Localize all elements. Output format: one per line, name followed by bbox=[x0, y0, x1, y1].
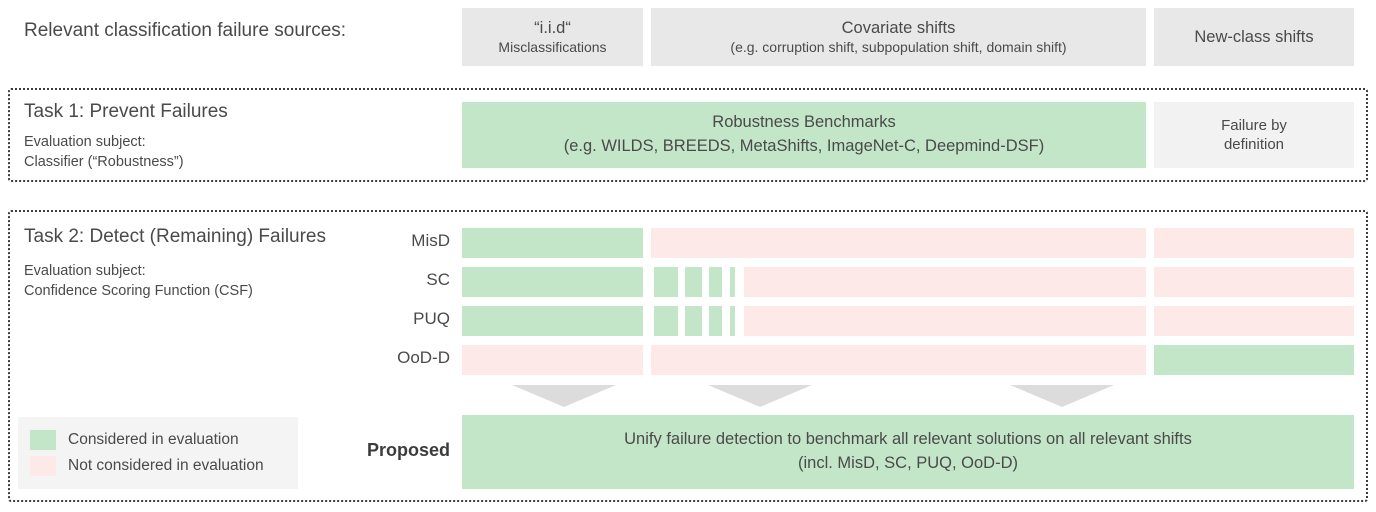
task2-row-label-misd: MisD bbox=[411, 231, 450, 250]
task1-robustness-benchmarks-cell: Robustness Benchmarks (e.g. WILDS, BREED… bbox=[462, 102, 1146, 168]
task2-row-label-sc: SC bbox=[426, 270, 450, 289]
proposed-label: Proposed bbox=[366, 440, 450, 460]
legend-label-considered: Considered in evaluation bbox=[68, 431, 239, 448]
task1-newclass-line2: definition bbox=[1223, 136, 1285, 153]
task1-newclass-cell: Failure by definition bbox=[1154, 102, 1354, 168]
legend-swatch-not-considered bbox=[30, 456, 56, 476]
task2-row-label-puq: PUQ bbox=[413, 309, 450, 328]
cell-puq-covariate-seg2 bbox=[685, 306, 702, 336]
arrow-down-icon-1 bbox=[512, 385, 616, 407]
arrow-down-icon-3 bbox=[1010, 385, 1114, 407]
legend-label-not-considered: Not considered in evaluation bbox=[68, 457, 264, 474]
cell-puq-covariate-seg4 bbox=[730, 306, 735, 336]
legend-swatch-considered bbox=[30, 430, 56, 450]
proposed-line1: Unify failure detection to benchmark all… bbox=[624, 430, 1192, 449]
cell-sc-iid bbox=[462, 267, 643, 297]
proposed-cell: Unify failure detection to benchmark all… bbox=[462, 415, 1354, 489]
header-column-covariate: Covariate shifts (e.g. corruption shift,… bbox=[651, 8, 1146, 66]
header-column-iid-line1: “i.i.d“ bbox=[534, 19, 571, 38]
legend-item-considered: Considered in evaluation bbox=[30, 427, 284, 453]
cell-oodd-iid bbox=[462, 345, 643, 375]
cell-oodd-newclass bbox=[1154, 345, 1354, 375]
cell-misd-covariate bbox=[651, 228, 1146, 258]
cell-oodd-covariate bbox=[651, 345, 1146, 375]
header-column-iid: “i.i.d“ Misclassifications bbox=[462, 8, 643, 66]
header-column-covariate-line2: (e.g. corruption shift, subpopulation sh… bbox=[730, 38, 1067, 55]
header-column-newclass: New-class shifts bbox=[1154, 8, 1354, 66]
cell-puq-newclass bbox=[1154, 306, 1354, 336]
cell-sc-covariate-seg1 bbox=[654, 267, 678, 297]
task1-subject-line1: Evaluation subject: bbox=[24, 134, 146, 150]
cell-puq-iid bbox=[462, 306, 643, 336]
header-column-covariate-line1: Covariate shifts bbox=[841, 19, 956, 38]
cell-sc-covariate-seg2 bbox=[685, 267, 702, 297]
task2-title: Task 2: Detect (Remaining) Failures bbox=[24, 226, 326, 247]
cell-sc-covariate-seg4 bbox=[730, 267, 735, 297]
header-row-label: Relevant classification failure sources: bbox=[24, 20, 347, 41]
task1-benchmark-line1: Robustness Benchmarks bbox=[712, 113, 896, 132]
task1-title: Task 1: Prevent Failures bbox=[24, 101, 228, 122]
cell-sc-covariate-rest bbox=[744, 267, 1146, 297]
task2-row-label-oodd: OoD-D bbox=[397, 348, 450, 367]
cell-puq-covariate-seg1 bbox=[654, 306, 678, 336]
cell-misd-iid bbox=[462, 228, 643, 258]
task2-subject-line2: Confidence Scoring Function (CSF) bbox=[24, 282, 253, 299]
task2-subject: Evaluation subject: Confidence Scoring F… bbox=[24, 262, 253, 301]
legend: Considered in evaluation Not considered … bbox=[18, 417, 298, 489]
proposed-line2: (incl. MisD, SC, PUQ, OoD-D) bbox=[797, 454, 1018, 472]
header-column-newclass-line1: New-class shifts bbox=[1194, 27, 1314, 46]
task1-subject-line2: Classifier (“Robustness”) bbox=[24, 153, 184, 170]
task1-benchmark-line2: (e.g. WILDS, BREEDS, MetaShifts, ImageNe… bbox=[563, 137, 1045, 155]
arrow-down-icon-2 bbox=[708, 385, 812, 407]
cell-puq-covariate-rest bbox=[744, 306, 1146, 336]
cell-sc-covariate-seg3 bbox=[709, 267, 722, 297]
task1-newclass-line1: Failure by bbox=[1221, 116, 1287, 134]
cell-misd-newclass bbox=[1154, 228, 1354, 258]
task2-subject-line1: Evaluation subject: bbox=[24, 263, 146, 279]
cell-sc-newclass bbox=[1154, 267, 1354, 297]
task1-subject: Evaluation subject: Classifier (“Robustn… bbox=[24, 133, 184, 172]
header-column-iid-line2: Misclassifications bbox=[498, 38, 607, 55]
legend-item-not-considered: Not considered in evaluation bbox=[30, 453, 284, 479]
cell-puq-covariate-seg3 bbox=[709, 306, 722, 336]
